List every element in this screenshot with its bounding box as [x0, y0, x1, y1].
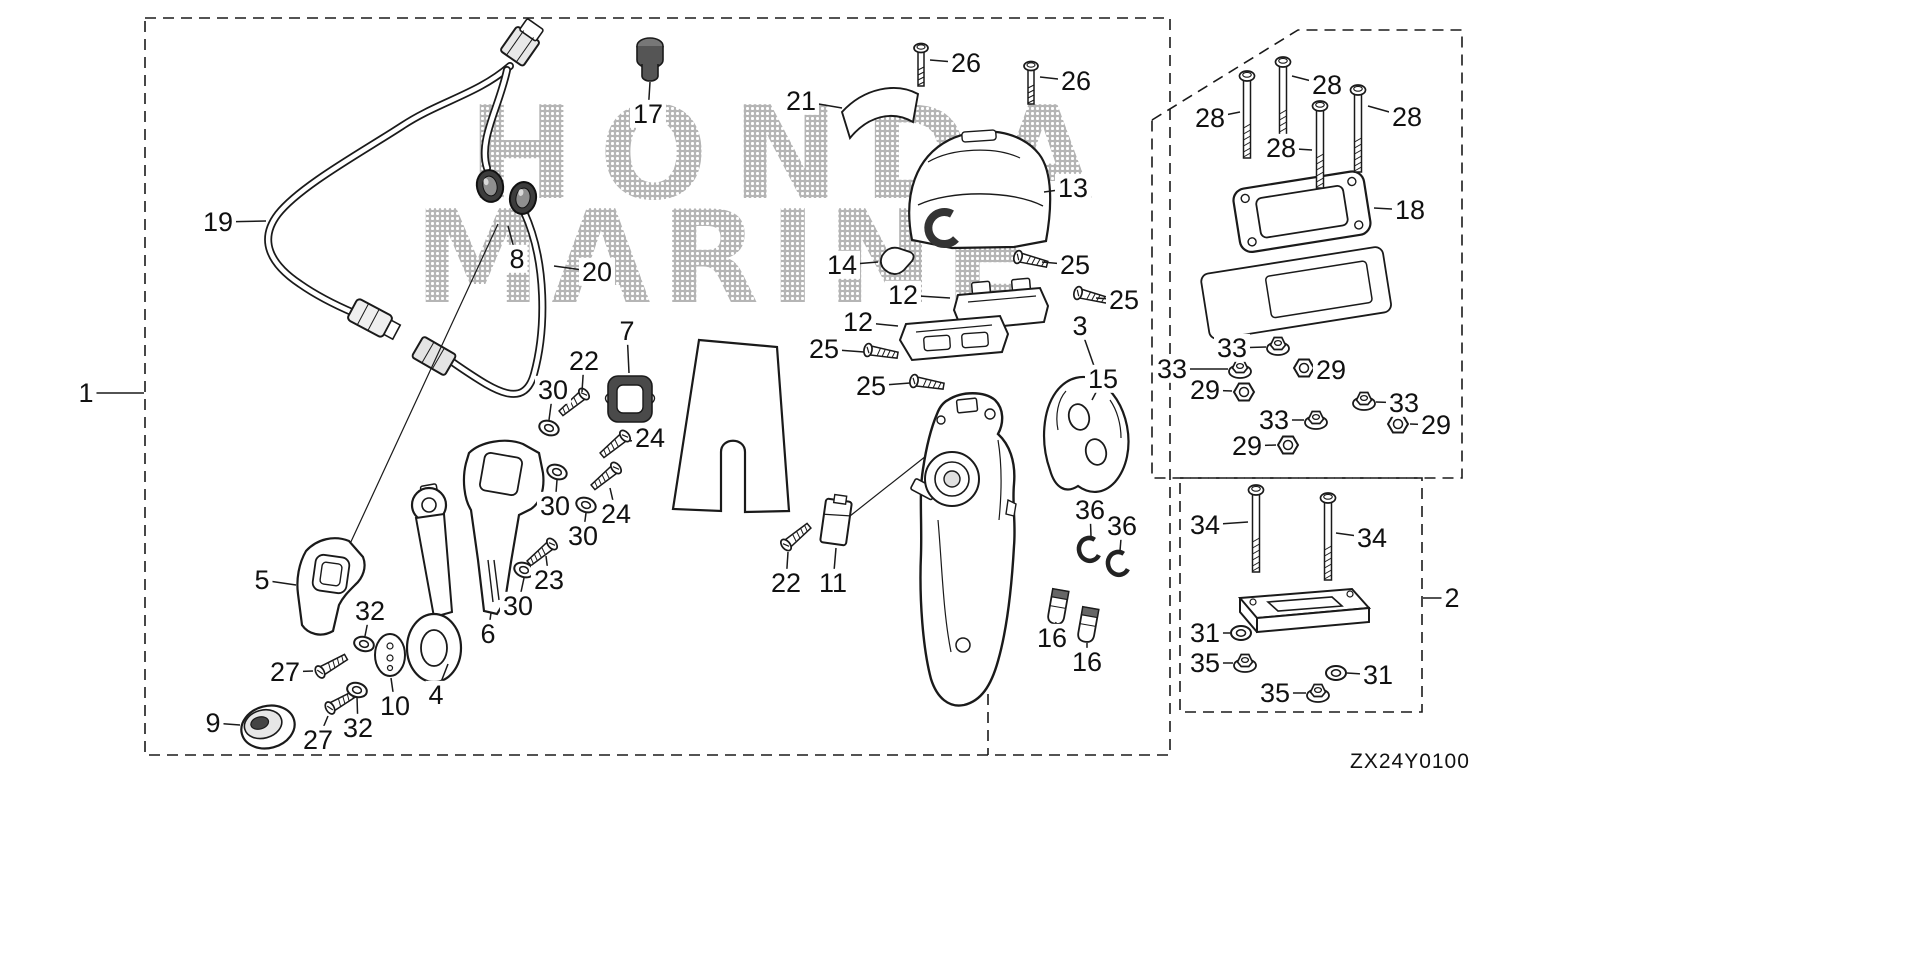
screw-25-b [1071, 284, 1110, 308]
screw-27-a [312, 650, 351, 681]
screw-23 [523, 535, 561, 570]
part-cable-harness-19 [264, 18, 547, 547]
cable-branch-connector [411, 336, 457, 376]
screw-22-a [555, 385, 593, 420]
screw-24-b [587, 459, 625, 494]
part-body-3 [849, 392, 1017, 707]
bolt-26-b [1023, 60, 1039, 105]
bolt-28-a [1238, 70, 1256, 159]
nut-29-a [1293, 358, 1315, 378]
nut-33-a [1266, 336, 1290, 356]
part-cover-13 [908, 129, 1052, 250]
cable-end-connector [347, 298, 402, 341]
part-clip-16-a [1046, 587, 1070, 627]
screw-25-d [908, 373, 946, 394]
diagram-code: ZX24Y0100 [1350, 750, 1470, 773]
washer-30-c [573, 494, 599, 516]
part-arm-4 [405, 483, 463, 684]
part-cclip-36-a [1076, 536, 1099, 563]
nut-35-b [1306, 683, 1330, 703]
part-pad [671, 338, 791, 514]
nut-29-b [1233, 382, 1255, 402]
screw-24-a [596, 427, 634, 462]
cable-plug-connector [500, 18, 544, 67]
screw-25-a [1011, 248, 1050, 272]
bolt-28-b [1274, 56, 1292, 145]
nut-33-d [1352, 391, 1376, 411]
part-mount-plate [1237, 587, 1372, 634]
main-assembly-box [144, 17, 1171, 756]
washer-30-b [544, 461, 570, 483]
washer-30-a [536, 417, 562, 439]
nut-33-b [1228, 359, 1252, 379]
washer-31-b [1325, 665, 1347, 681]
part-arm-6 [462, 439, 545, 616]
part-grommet-7 [604, 375, 656, 423]
part-sheet-21 [840, 87, 920, 140]
mount-kit-box [1179, 477, 1423, 713]
nut-29-d [1277, 435, 1299, 455]
part-clip-14 [879, 246, 915, 275]
nut-29-c [1387, 414, 1409, 434]
screw-22-b [777, 519, 815, 554]
part-bracket-15 [1042, 375, 1130, 493]
washer-32-a [351, 633, 377, 655]
part-gasket-outline [1200, 246, 1392, 340]
bolt-34-b [1319, 492, 1337, 581]
part-grommet-17 [636, 37, 664, 82]
part-knob-9 [240, 704, 296, 750]
part-lever-5 [296, 537, 366, 636]
bolt-28-d [1349, 84, 1367, 173]
nut-35-a [1233, 653, 1257, 673]
part-gasket-18 [1232, 170, 1372, 253]
ring-switch-8-b [506, 178, 540, 218]
boundary-boxes [144, 17, 1463, 756]
washer-31-a [1230, 625, 1252, 641]
bolt-34-a [1247, 484, 1265, 573]
ring-switch-8-a [472, 166, 508, 206]
part-cclip-36-b [1105, 550, 1128, 577]
part-bracket-12-lower [898, 314, 1010, 362]
part-disc-10 [374, 633, 406, 677]
part-clip-16-b [1076, 605, 1100, 645]
bolt-26-a [913, 42, 929, 87]
hardware-kit-box [1151, 29, 1463, 479]
part-plate-11 [819, 493, 853, 547]
screw-25-c [862, 342, 900, 363]
nut-33-c [1304, 410, 1328, 430]
